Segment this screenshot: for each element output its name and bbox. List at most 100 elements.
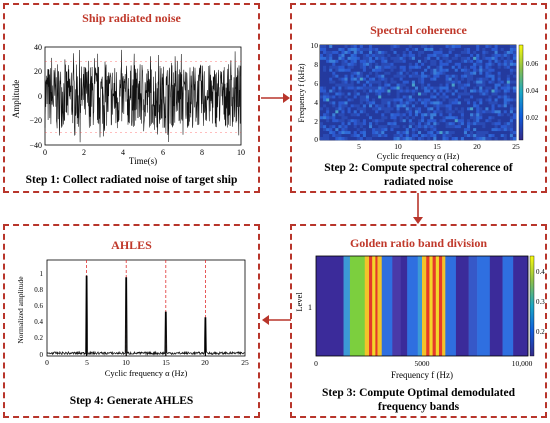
heatmap-cell [411,45,416,49]
heatmap-cell [356,134,361,138]
heatmap-cell [341,92,345,96]
heatmap-cell [320,113,324,117]
heatmap-cell [500,134,505,138]
heatmap-cell [326,47,330,52]
heatmap-cell [390,89,394,93]
heatmap-cell [411,110,416,114]
heatmap-cell [442,134,446,138]
heatmap-cell [485,122,489,126]
heatmap-cell [454,92,459,96]
heatmap-cell [326,134,330,138]
heatmap-cell [326,89,330,93]
heatmap-cell [463,107,468,111]
heatmap-cell [320,89,324,93]
heatmap-cell [375,59,379,64]
heatmap-cell [329,125,333,129]
heatmap-cell [329,56,333,61]
heatmap-cell [329,92,333,96]
heatmap-cell [439,47,443,52]
heatmap-cell [494,56,498,61]
heatmap-cell [463,98,468,102]
heatmap-cell [344,107,348,111]
heatmap-cell [378,56,382,61]
heatmap-cell [512,122,517,126]
heatmap-cell [467,71,471,75]
heatmap-cell [463,56,468,61]
heatmap-cell [430,92,434,96]
heatmap-cell [436,45,440,49]
heatmap-cell [384,107,388,111]
heatmap-cell [390,65,394,70]
heatmap-cell [344,119,348,123]
x-tick: 20 [201,358,209,367]
colorbar-tick: 0.3 [536,298,545,306]
heatmap-cell [350,74,354,78]
heatmap-cell [467,80,471,84]
heatmap-cell [332,74,336,78]
heatmap-cell [494,68,498,73]
heatmap-cell [381,86,385,90]
heatmap-cell [344,128,348,132]
heatmap-cell [399,92,403,96]
heatmap-cell [359,113,364,117]
colorbar-tick: 0.4 [536,268,545,276]
heatmap-cell [436,53,440,58]
heatmap-cell [509,77,514,81]
heatmap-cell [479,95,483,99]
heatmap-cell [381,101,385,105]
heatmap-cell [356,89,361,93]
heatmap-cell [430,101,434,105]
heatmap-cell [488,128,492,132]
heatmap-cell [467,137,471,141]
heatmap-cell [372,110,376,114]
heatmap-cell [335,56,339,61]
heatmap-cell [476,122,480,126]
heatmap-cell [362,134,367,138]
heatmap-cell [320,92,324,96]
heatmap-cell [421,137,425,141]
heatmap-cell [491,104,495,108]
heatmap-cell [369,62,373,67]
heatmap-cell [353,89,358,93]
heatmap-cell [350,71,354,75]
heatmap-cell [436,116,440,120]
heatmap-cell [408,131,413,135]
heatmap-cell [448,113,452,117]
heatmap-cell [427,83,431,87]
heatmap-cell [396,74,400,78]
heatmap-cell [448,59,452,64]
heatmap-cell [341,116,345,120]
heatmap-cell [384,113,388,117]
heatmap-cell [323,104,327,108]
heatmap-cell [491,95,495,99]
heatmap-cell [473,131,477,135]
heatmap-cell [375,137,379,141]
heatmap-cell [509,95,514,99]
heatmap-cell [433,95,437,99]
heatmap-cell [503,59,508,64]
heatmap-cell [384,110,388,114]
heatmap-cell [512,92,517,96]
heatmap-cell [402,110,407,114]
heatmap-cell [463,125,468,129]
heatmap-cell [411,119,416,123]
heatmap-cell [442,101,446,105]
heatmap-cell [378,62,382,67]
heatmap-cell [421,104,425,108]
heatmap-cell [488,131,492,135]
heatmap-cell [485,83,489,87]
heatmap-cell [399,86,403,90]
heatmap-cell [381,47,385,52]
heatmap-cell [341,77,345,81]
heatmap-cell [399,56,403,61]
heatmap-cell [439,107,443,111]
heatmap-cell [405,119,410,123]
heatmap-cell [341,86,345,90]
heatmap-cell [326,65,330,70]
heatmap-cell [503,86,508,90]
heatmap-cell [436,50,440,55]
heatmap-cell [500,59,505,64]
heatmap-cell [353,113,358,117]
heatmap-cell [408,92,413,96]
heatmap-cell [381,83,385,87]
